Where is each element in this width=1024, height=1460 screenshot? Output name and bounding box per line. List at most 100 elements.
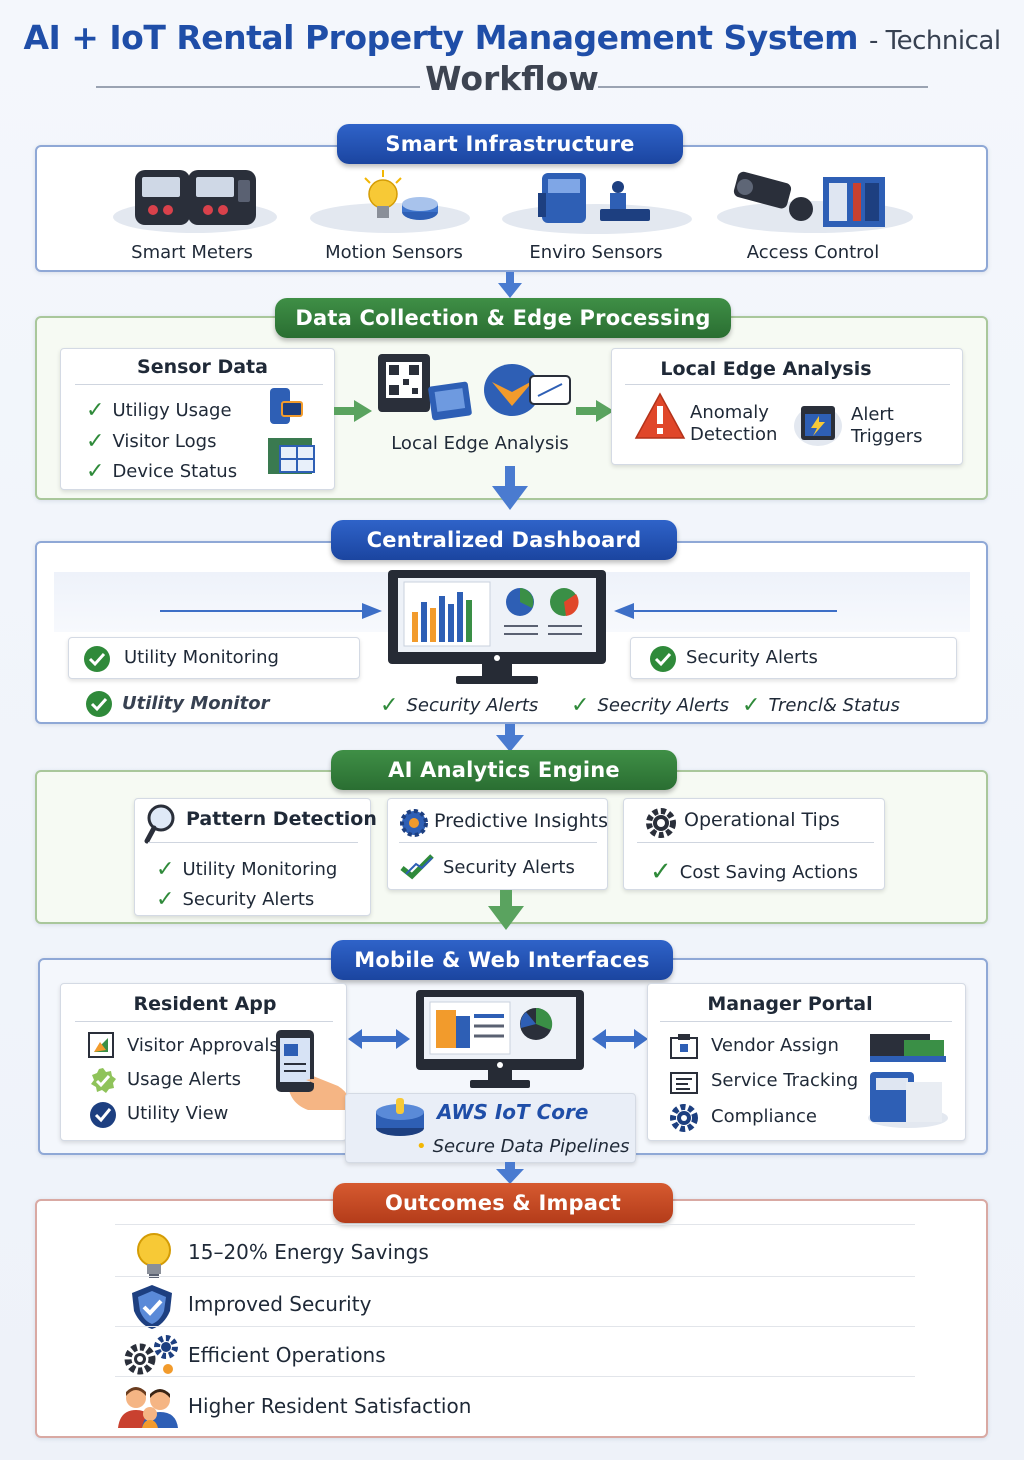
- alert-trigger-icon: [794, 406, 842, 446]
- enviro-sensor-icon: [502, 173, 692, 234]
- utility-monitor-label: Utility Monitor: [122, 693, 270, 714]
- gears-icon: [124, 1335, 178, 1375]
- smart-meter-icon: [113, 170, 277, 233]
- security-alerts-panel: [630, 637, 957, 679]
- gear-icon: [670, 1104, 698, 1132]
- flow-arrow-down-icon: [496, 724, 524, 752]
- security-alerts-label: Security Alerts: [686, 647, 818, 668]
- manager-item-service: Service Tracking: [711, 1070, 859, 1091]
- utility-monitoring-panel: [68, 637, 360, 679]
- sensor-item-visitor: ✓ Visitor Logs: [86, 429, 217, 454]
- alert-triggers-label: Alert Triggers: [851, 404, 923, 447]
- outcome-operations: Efficient Operations: [188, 1343, 386, 1367]
- check-icon: ✓: [86, 429, 105, 454]
- resident-item-visitor: Visitor Approvals: [127, 1035, 279, 1056]
- title-rule-left: [96, 86, 420, 88]
- check-badge-icon: [84, 646, 110, 672]
- access-control-icon: [717, 171, 913, 233]
- utility-monitoring-label: Utility Monitoring: [124, 647, 279, 668]
- operational-tips-title: Operational Tips: [684, 809, 840, 831]
- sensor-item-device: ✓ Device Status: [86, 459, 238, 484]
- edge-analysis-title: Local Edge Analysis: [660, 358, 872, 380]
- arrow-right-icon: [334, 400, 372, 422]
- smart-meters-label: Smart Meters: [131, 242, 253, 263]
- pattern-detection-title: Pattern Detection: [186, 808, 377, 830]
- check-icon: ✓: [571, 693, 590, 718]
- gear-icon: [646, 808, 676, 838]
- check-badge-icon: [650, 646, 676, 672]
- outcome-security: Improved Security: [188, 1292, 372, 1316]
- trends-status-bottom: ✓ Trencl& Status: [742, 693, 900, 718]
- manager-portal-title: Manager Portal: [707, 993, 873, 1015]
- arrow-right-icon: [576, 400, 614, 422]
- smart-infrastructure-banner: Smart Infrastructure: [337, 124, 683, 164]
- residents-icon: [118, 1387, 178, 1428]
- predictive-item-security: Security Alerts: [443, 857, 575, 878]
- outcome-energy: 15–20% Energy Savings: [188, 1240, 429, 1264]
- aws-iot-core-title: AWS IoT Core: [437, 1100, 589, 1124]
- pattern-item-security: ✓ Security Alerts: [156, 887, 315, 912]
- sensor-data-title: Sensor Data: [137, 356, 268, 378]
- dashboard-monitor-icon: [388, 570, 606, 684]
- access-control-label: Access Control: [746, 242, 880, 263]
- predictive-insights-title: Predictive Insights: [434, 810, 608, 832]
- interfaces-banner: Mobile & Web Interfaces: [331, 940, 673, 980]
- anomaly-detection-label: Anomaly Detection: [690, 402, 778, 445]
- seecrity-alerts-bottom: ✓ Seecrity Alerts: [571, 693, 729, 718]
- data-collection-banner: Data Collection & Edge Processing: [275, 298, 731, 338]
- usage-alert-check-icon: [91, 1068, 116, 1093]
- resident-item-usage: Usage Alerts: [127, 1069, 242, 1090]
- vendor-assign-icon: [670, 1034, 698, 1059]
- ai-engine-banner: AI Analytics Engine: [331, 750, 677, 790]
- page-title: AI + IoT Rental Property Management Syst…: [0, 18, 1024, 98]
- lightbulb-icon: [137, 1233, 171, 1278]
- flow-arrow-down-icon: [488, 890, 524, 930]
- operational-item-cost: ✓ Cost Saving Actions: [650, 857, 858, 887]
- enviro-sensors-label: Enviro Sensors: [529, 242, 663, 263]
- flow-arrow-down-icon: [498, 272, 522, 298]
- check-icon: ✓: [86, 459, 105, 484]
- title-rule-right: [598, 86, 928, 88]
- gear-insight-icon: [400, 809, 428, 837]
- outcome-satisfaction: Higher Resident Satisfaction: [188, 1394, 472, 1418]
- service-tracking-icon: [670, 1072, 698, 1094]
- database-icon: [376, 1098, 424, 1136]
- trend-check-icon: [400, 854, 434, 880]
- web-monitor-icon: [416, 990, 584, 1088]
- outcomes-banner: Outcomes & Impact: [333, 1183, 673, 1223]
- center-edge-label: Local Edge Analysis: [391, 433, 569, 454]
- bidirectional-arrow-icon: [348, 1029, 410, 1049]
- title-line2: Workflow: [425, 59, 599, 98]
- check-icon: ✓: [156, 857, 175, 882]
- security-alerts-bottom: ✓ Security Alerts: [380, 693, 539, 718]
- manager-item-vendor: Vendor Assign: [711, 1035, 839, 1056]
- edge-processing-icon: [378, 354, 571, 421]
- utility-view-check-icon: [90, 1102, 116, 1128]
- flow-arrow-down-icon: [496, 1162, 524, 1184]
- dashboard-banner: Centralized Dashboard: [331, 520, 677, 560]
- operational-tips-card: [623, 798, 885, 890]
- check-badge-icon: [86, 691, 112, 717]
- bidirectional-arrow-icon: [592, 1029, 648, 1049]
- motion-sensor-icon: [310, 170, 470, 233]
- secure-pipelines-label: •Secure Data Pipelines: [416, 1136, 630, 1157]
- check-icon: ✓: [742, 693, 761, 718]
- shield-icon: [132, 1285, 172, 1329]
- pattern-item-utility: ✓ Utility Monitoring: [156, 857, 338, 882]
- magnifier-icon: [144, 804, 175, 844]
- check-icon: ✓: [650, 857, 672, 887]
- arrow-right-icon: [160, 603, 382, 619]
- truck-printer-icon: [868, 1034, 948, 1128]
- outcomes-section: [35, 1199, 988, 1438]
- manager-item-compliance: Compliance: [711, 1106, 817, 1127]
- title-suffix: - Technical: [869, 26, 1001, 56]
- resident-app-title: Resident App: [133, 993, 277, 1015]
- visitor-approval-icon: [88, 1032, 114, 1058]
- resident-item-utility: Utility View: [127, 1103, 229, 1124]
- phone-hand-icon: [276, 1030, 349, 1110]
- arrow-left-icon: [614, 603, 837, 619]
- sensor-item-utility: ✓ Utiligy Usage: [86, 398, 232, 423]
- flow-arrow-down-icon: [492, 466, 528, 510]
- motion-sensors-label: Motion Sensors: [325, 242, 463, 263]
- edge-analysis-card: [611, 348, 963, 465]
